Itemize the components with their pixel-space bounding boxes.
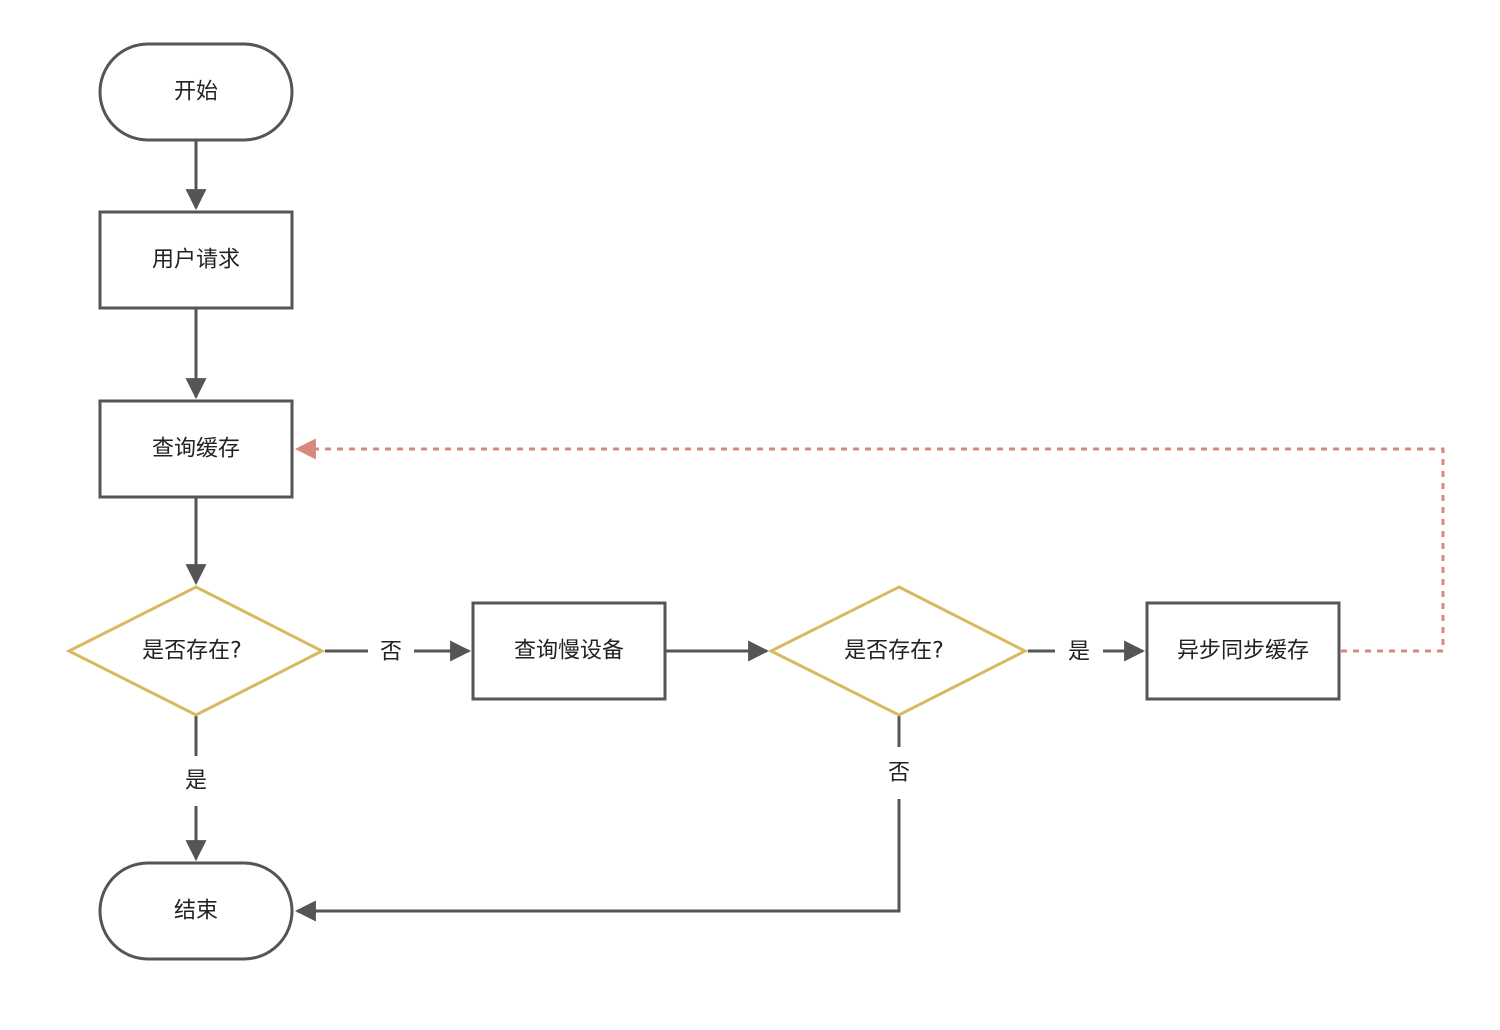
async-sync-cache-process-shape bbox=[1145, 601, 1341, 701]
node-async-sync-cache[interactable]: 异步同步缓存 bbox=[1145, 601, 1341, 701]
edge-async-sync-back-to-query-cache bbox=[294, 438, 1445, 653]
exists-2-label: 是否存在? bbox=[844, 639, 944, 664]
end-label: 结束 bbox=[174, 899, 218, 924]
query-slow-device-process-shape bbox=[471, 601, 667, 701]
node-query-cache[interactable]: 查询缓存 bbox=[98, 399, 294, 499]
node-start[interactable]: 开始 bbox=[98, 42, 294, 142]
edge-label-exists1-yes: 是 bbox=[185, 769, 207, 794]
edge-label-exists2-yes: 是 bbox=[1068, 640, 1090, 665]
exists-1-decision-shape bbox=[65, 585, 326, 717]
query-slow-device-label: 查询慢设备 bbox=[514, 639, 624, 664]
exists-1-label: 是否存在? bbox=[142, 639, 242, 664]
node-user-request[interactable]: 用户请求 bbox=[98, 210, 294, 310]
exists-2-decision-shape bbox=[767, 585, 1029, 717]
end-terminator-shape bbox=[98, 861, 294, 961]
nodes: 开始 用户请求 查询缓存 是否存在? 查询慢设备 是否存在? bbox=[65, 42, 1341, 961]
edge-exists2-no-part2 bbox=[294, 799, 901, 922]
start-terminator-shape bbox=[98, 42, 294, 142]
query-cache-process-shape bbox=[98, 399, 294, 499]
node-end[interactable]: 结束 bbox=[98, 861, 294, 961]
edge-label-exists2-no: 否 bbox=[888, 761, 910, 786]
user-request-process-shape bbox=[98, 210, 294, 310]
edge-labels: 否 是 是 否 bbox=[185, 640, 1090, 794]
edges bbox=[185, 141, 1445, 922]
start-label: 开始 bbox=[174, 80, 218, 105]
async-sync-cache-label: 异步同步缓存 bbox=[1177, 639, 1309, 664]
user-request-label: 用户请求 bbox=[152, 248, 240, 273]
node-query-slow-device[interactable]: 查询慢设备 bbox=[471, 601, 667, 701]
node-exists-2[interactable]: 是否存在? bbox=[767, 585, 1029, 717]
edge-label-exists1-no: 否 bbox=[380, 640, 402, 665]
node-exists-1[interactable]: 是否存在? bbox=[65, 585, 326, 717]
query-cache-label: 查询缓存 bbox=[152, 437, 240, 462]
